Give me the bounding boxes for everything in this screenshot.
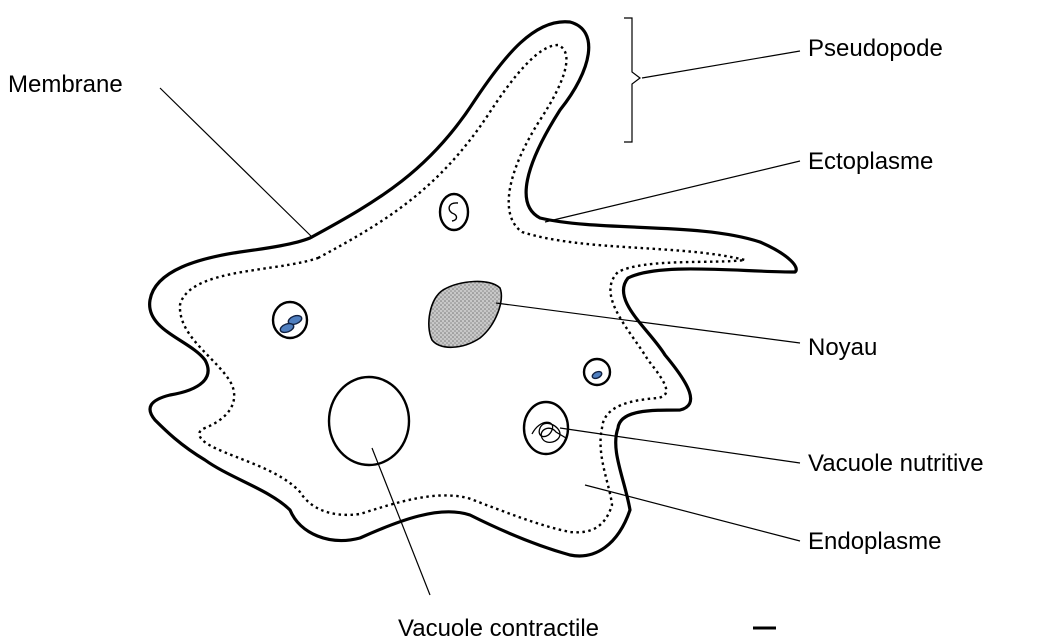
label-vacuole-nutritive: Vacuole nutritive [808,450,984,477]
label-pseudopode: Pseudopode [808,35,943,62]
membrane-leader [160,88,313,238]
label-vacuole-contractile: Vacuole contractile [398,615,599,642]
pseudopode-leader [642,51,800,78]
small-vacuole-top [440,194,468,230]
label-endoplasme: Endoplasme [808,528,941,555]
contractile-vacuole [329,377,409,465]
pseudopode-bracket [624,18,640,142]
label-noyau: Noyau [808,334,877,361]
ectoplasme-leader [545,161,800,222]
label-membrane: Membrane [8,71,123,98]
label-ectoplasme: Ectoplasme [808,148,933,175]
